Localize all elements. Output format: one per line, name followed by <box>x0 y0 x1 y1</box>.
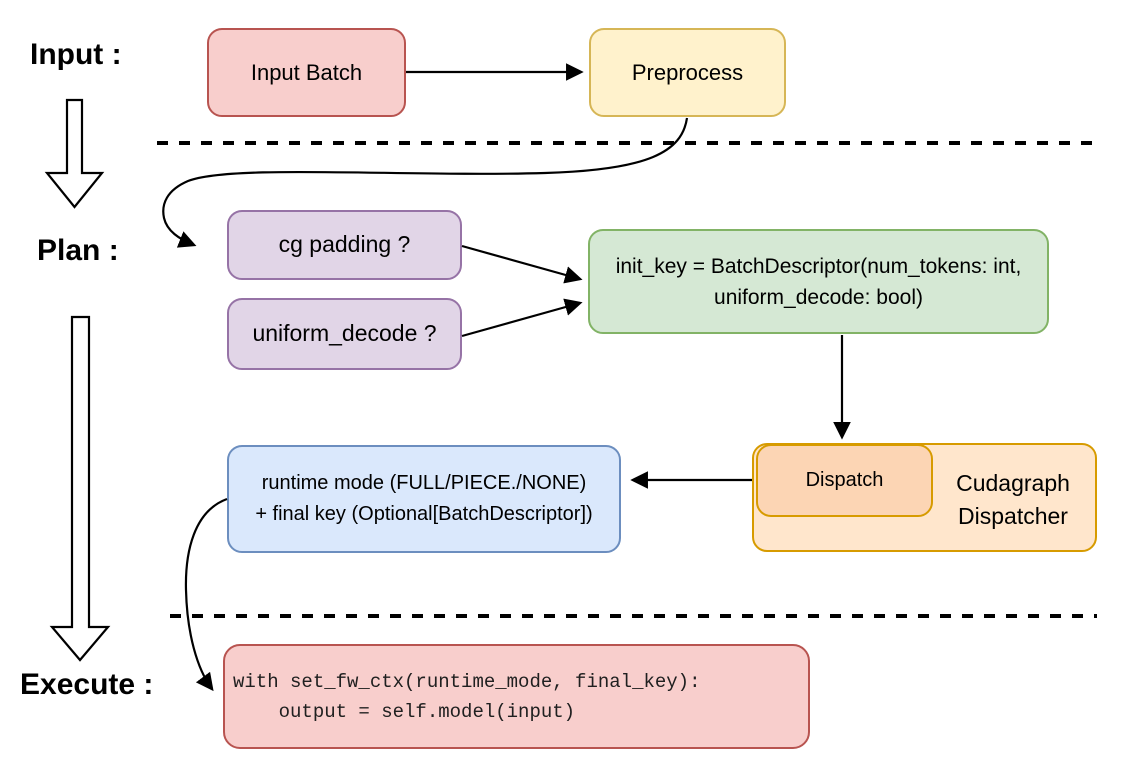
node-cg-padding-label: cg padding ? <box>278 231 411 258</box>
node-dispatch-label: Dispatch <box>805 469 884 491</box>
node-input-batch: Input Batch <box>207 28 406 117</box>
cudagraph-label-line2: Dispatcher <box>958 503 1068 529</box>
execute-code-line2: output = self.model(input) <box>233 700 576 723</box>
stage-label-execute: Execute : <box>20 668 154 701</box>
node-init-key-line1: init_key = BatchDescriptor(num_tokens: i… <box>615 254 1022 278</box>
cudagraph-label-line1: Cudagraph <box>956 470 1070 496</box>
edge-uniform-decode-to-init-key <box>461 298 583 338</box>
node-cudagraph-dispatcher-label: Cudagraph Dispatcher <box>933 467 1093 533</box>
node-uniform-decode: uniform_decode ? <box>227 298 462 370</box>
edge-cg-padding-to-init-key <box>461 244 583 284</box>
node-runtime-mode-line2: + final key (Optional[BatchDescriptor]) <box>255 503 593 525</box>
plan-stage-arrow-icon <box>49 315 111 662</box>
node-cg-padding: cg padding ? <box>227 210 462 280</box>
node-input-batch-label: Input Batch <box>250 59 363 85</box>
node-init-key-line2: uniform_decode: bool) <box>714 285 923 309</box>
stage-label-plan: Plan : <box>37 234 119 267</box>
node-dispatch: Dispatch <box>756 444 933 517</box>
input-stage-arrow-icon <box>44 98 105 209</box>
node-init-key: init_key = BatchDescriptor(num_tokens: i… <box>588 229 1049 334</box>
execute-code-line1: with set_fw_ctx(runtime_mode, final_key)… <box>233 670 701 693</box>
node-runtime-mode-line1: runtime mode (FULL/PIECE./NONE) <box>261 472 587 494</box>
edge-runtime-mode-to-execute-code <box>184 497 228 692</box>
node-runtime-mode: runtime mode (FULL/PIECE./NONE) + final … <box>227 445 621 553</box>
node-preprocess: Preprocess <box>589 28 786 117</box>
node-execute-code: with set_fw_ctx(runtime_mode, final_key)… <box>223 644 810 749</box>
node-preprocess-label: Preprocess <box>631 59 744 85</box>
stage-label-input: Input : <box>30 38 122 71</box>
node-uniform-decode-label: uniform_decode ? <box>252 320 437 347</box>
